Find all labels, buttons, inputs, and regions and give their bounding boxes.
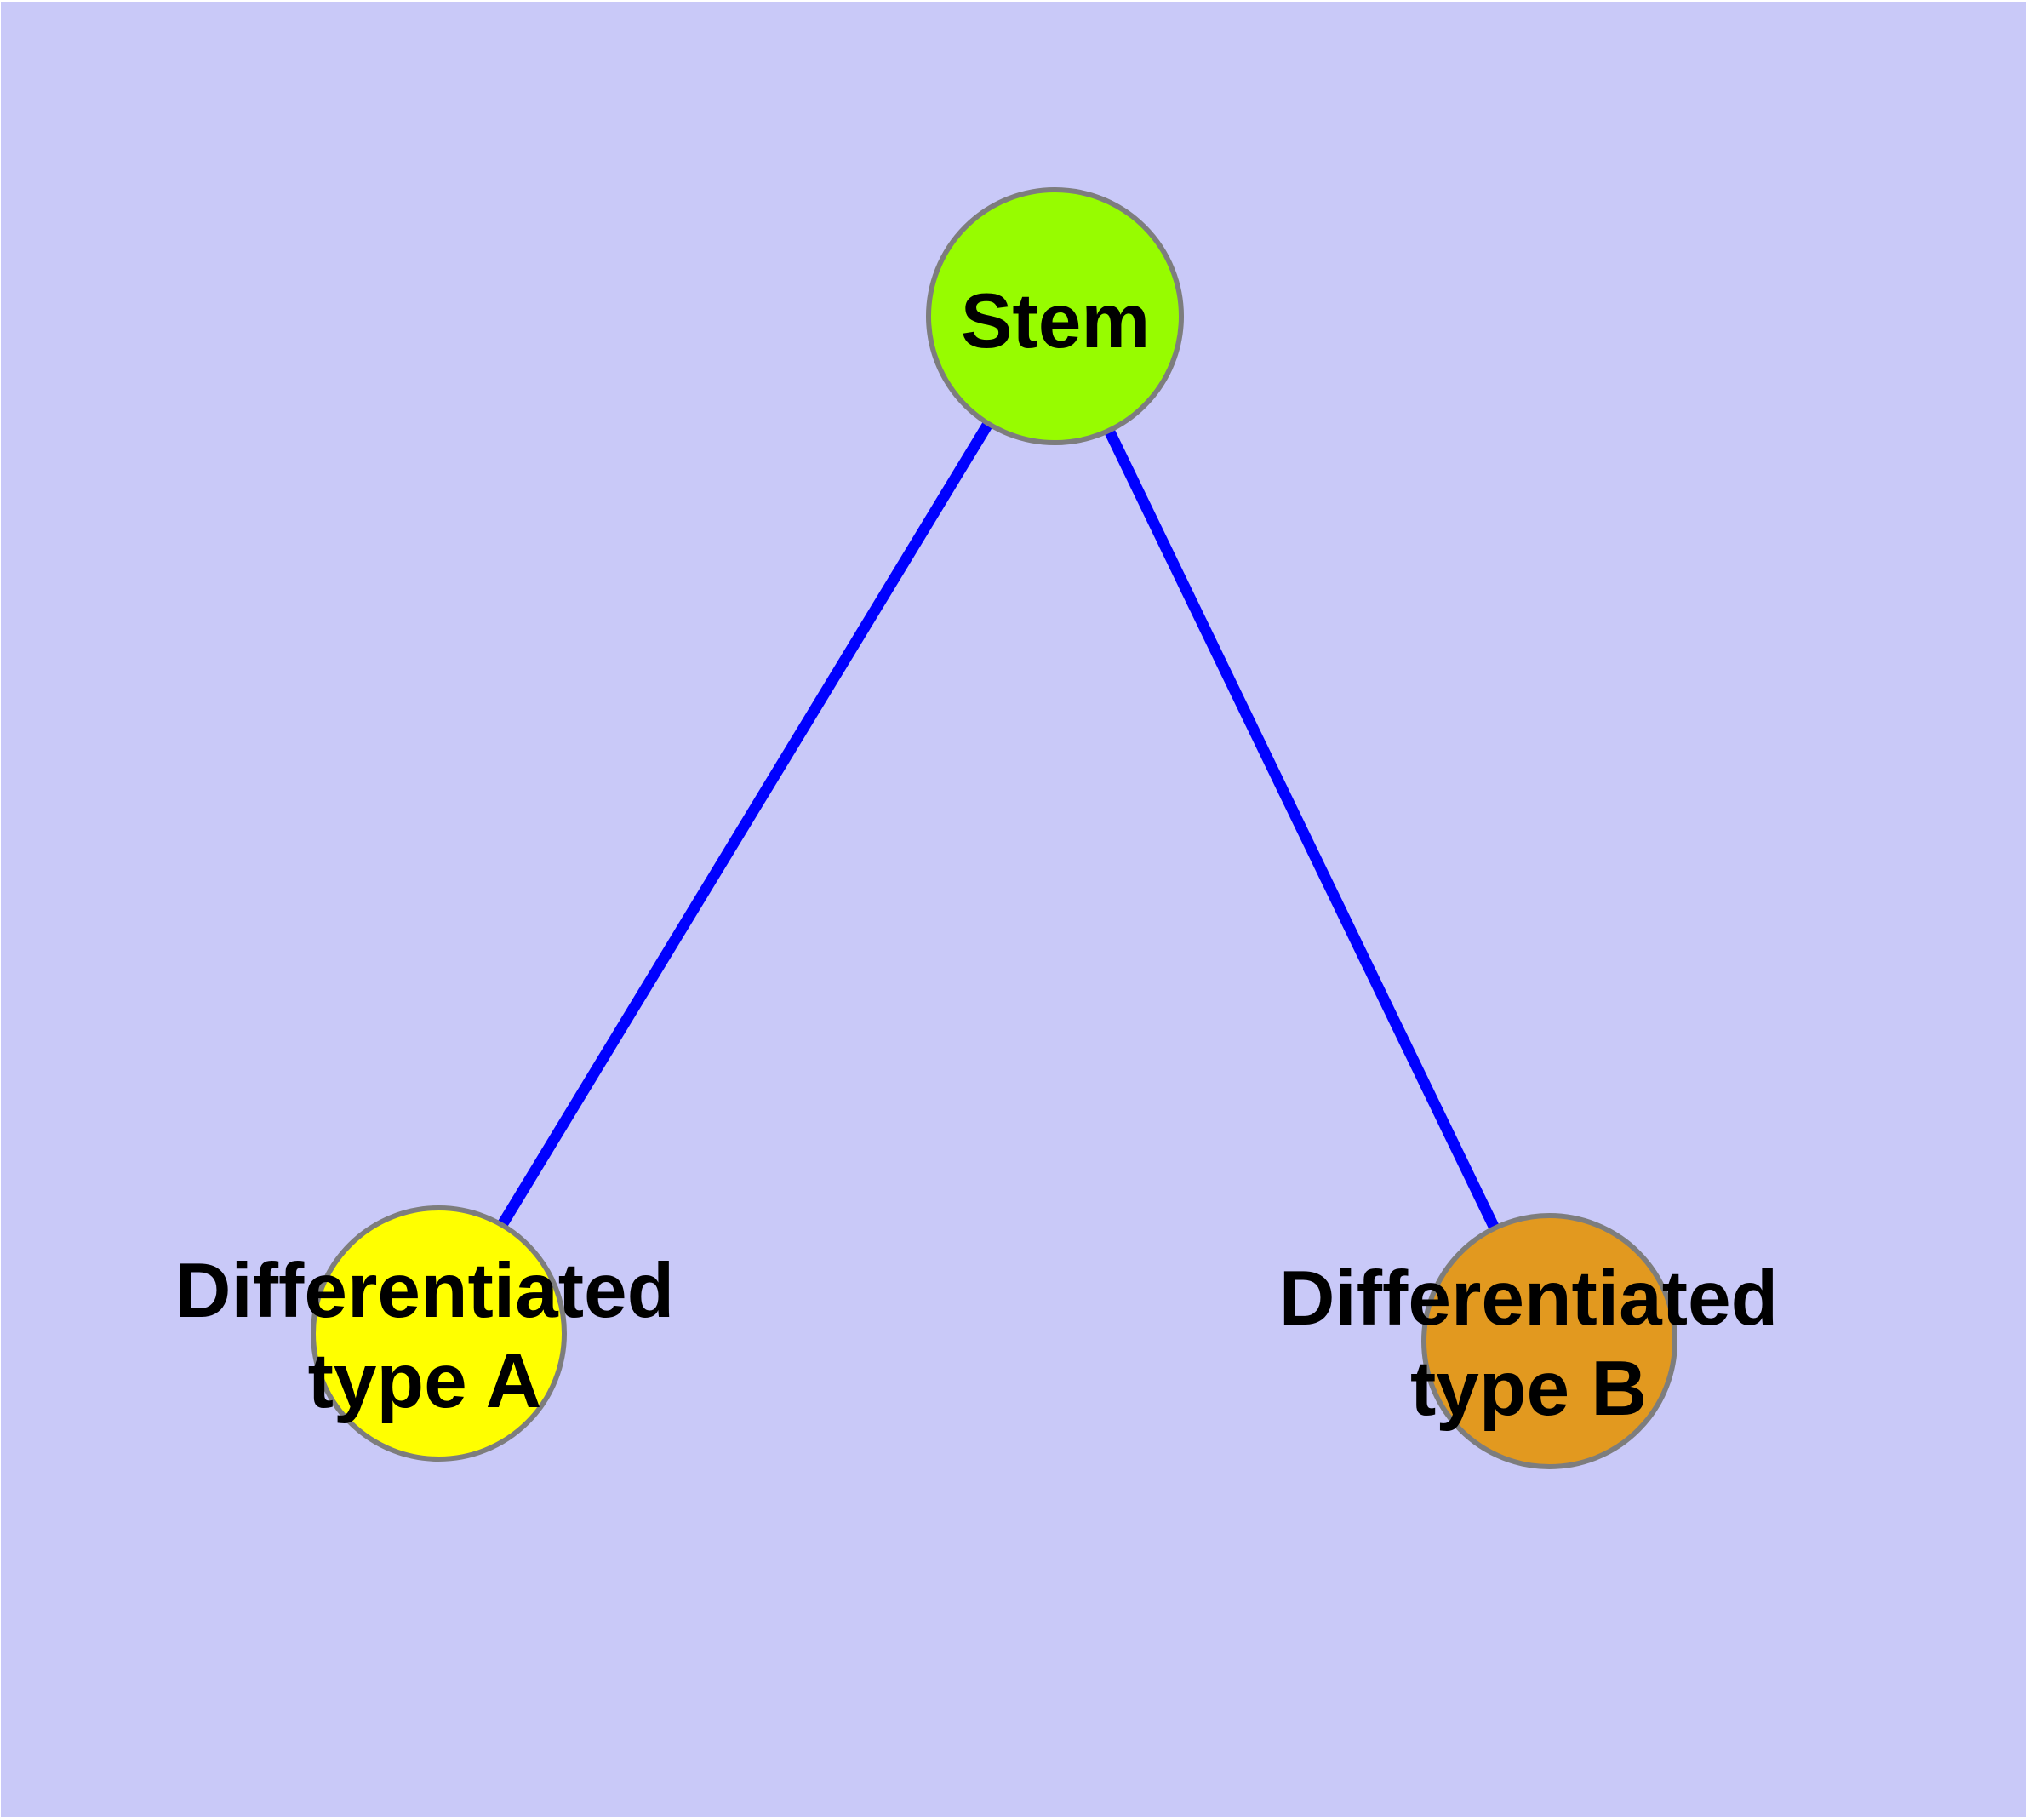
node-label-type-a-line1: Differentiated bbox=[174, 1248, 675, 1334]
edge-stem-to-type-a bbox=[432, 312, 1059, 1335]
node-label-differentiated-type-b: Differentiated type B bbox=[1279, 1254, 1779, 1434]
node-label-type-b-line1: Differentiated bbox=[1278, 1256, 1779, 1342]
node-differentiated-type-b[interactable] bbox=[1421, 1213, 1677, 1469]
node-differentiated-type-a[interactable] bbox=[311, 1205, 567, 1462]
node-label-type-a-line2: type A bbox=[307, 1338, 542, 1424]
node-label-stem-line1: Stem bbox=[960, 278, 1151, 364]
node-label-stem: Stem bbox=[961, 277, 1151, 367]
edge-stem-to-type-b bbox=[1049, 313, 1553, 1342]
node-label-differentiated-type-a: Differentiated type A bbox=[175, 1246, 675, 1427]
node-stem[interactable] bbox=[926, 187, 1184, 445]
node-label-type-b-line2: type B bbox=[1409, 1346, 1648, 1432]
